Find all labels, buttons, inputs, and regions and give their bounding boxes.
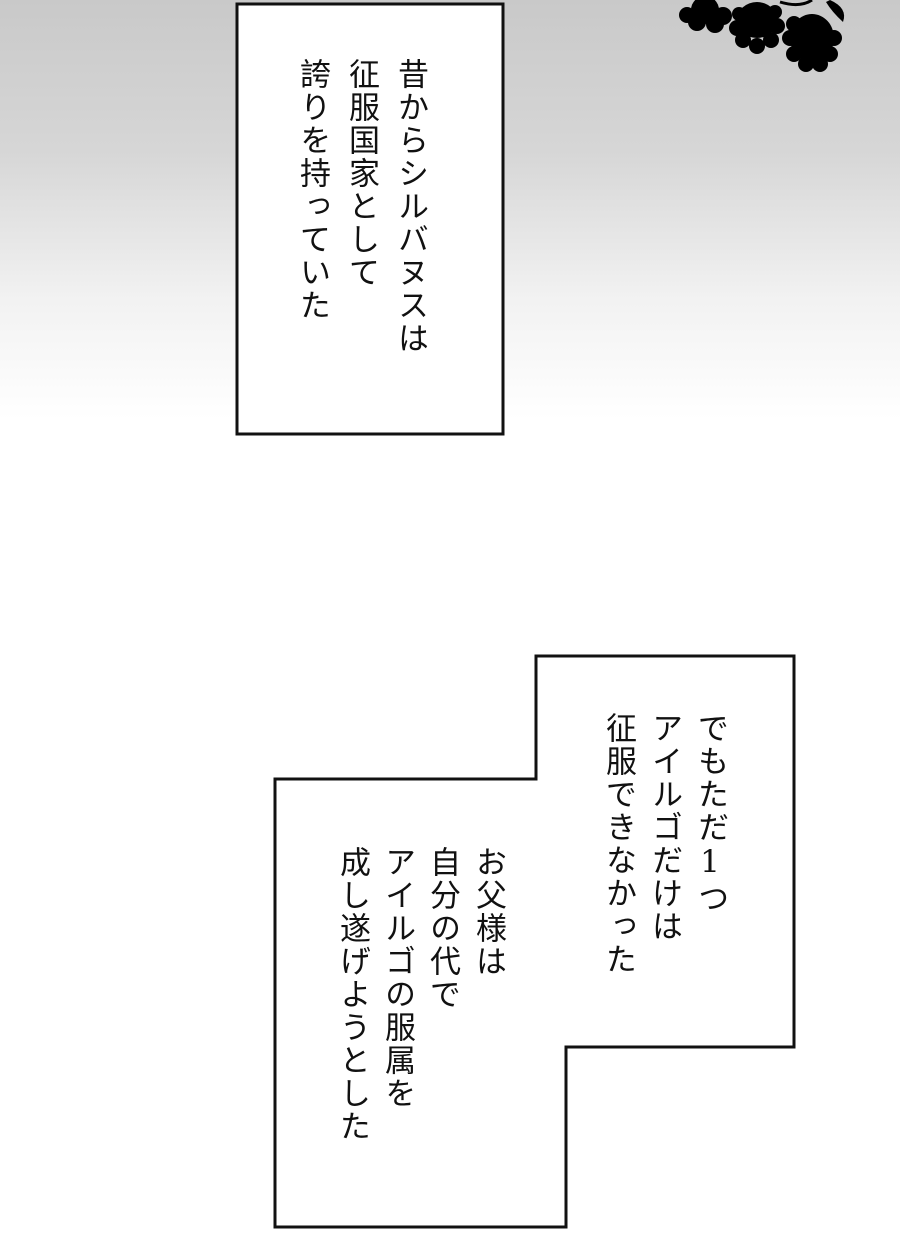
caption-line: でもただ1つ (692, 712, 728, 915)
caption-line: 昔からシルバヌスは (392, 58, 428, 355)
caption-line: アイルゴだけは (646, 712, 682, 943)
caption-line: 成し遂げようとした (334, 846, 370, 1143)
caption-box-1-border (235, 2, 505, 436)
caption-line: 征服国家として (343, 58, 379, 289)
caption-line: アイルゴの服属を (379, 846, 415, 1110)
caption-line: 誇りを持っていた (294, 58, 330, 322)
oak-leaves-icon (679, 0, 845, 72)
caption-line: 征服できなかった (600, 712, 636, 976)
caption-line: 自分の代で (424, 846, 460, 1011)
caption-box-2-border (273, 654, 796, 1229)
caption-line: お父様は (470, 846, 506, 978)
